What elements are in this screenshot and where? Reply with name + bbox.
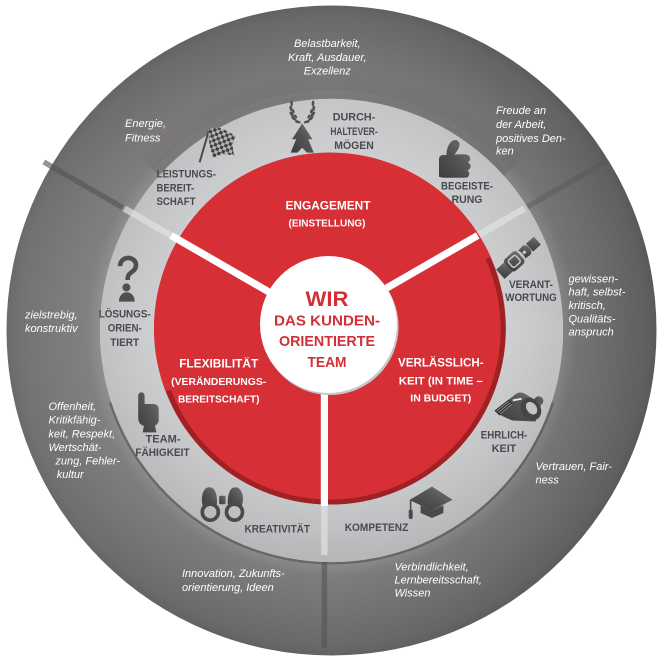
svg-text:keit, Respekt,: keit, Respekt, [49,428,116,440]
svg-text:RUNG: RUNG [452,194,483,206]
svg-text:zung, Fehler-: zung, Fehler- [54,456,120,468]
svg-text:KOMPETENZ: KOMPETENZ [345,522,409,534]
svg-text:BEREITSCHAFT): BEREITSCHAFT) [178,394,260,405]
svg-text:TEAM: TEAM [308,354,347,371]
svg-text:IN BUDGET): IN BUDGET) [410,394,471,405]
svg-text:der Arbeit,: der Arbeit, [496,119,546,131]
svg-text:ORIEN-: ORIEN- [108,323,142,335]
svg-text:TIERT: TIERT [110,337,139,349]
svg-text:FÄHIGKEIT: FÄHIGKEIT [135,446,190,459]
svg-text:VERANT-: VERANT- [509,279,553,291]
svg-text:ken: ken [496,146,514,158]
svg-text:ENGAGEMENT: ENGAGEMENT [286,198,372,212]
svg-text:FLEXIBILITÄT: FLEXIBILITÄT [179,355,259,370]
svg-text:gewissen-: gewissen- [569,274,619,286]
svg-text:Belastbarkeit,: Belastbarkeit, [294,38,361,50]
svg-text:Kraft, Ausdauer,: Kraft, Ausdauer, [288,52,366,64]
svg-text:TEAM-: TEAM- [146,433,181,445]
svg-text:Verbindlichkeit,: Verbindlichkeit, [395,562,469,574]
svg-text:Lernbereitsschaft,: Lernbereitsschaft, [395,575,482,587]
svg-text:Innovation, Zukunfts-: Innovation, Zukunfts- [182,568,285,580]
svg-text:Offenheit,: Offenheit, [49,401,97,413]
svg-text:anspruch: anspruch [569,327,614,339]
svg-text:Qualitäts-: Qualitäts- [569,314,616,326]
svg-text:WIR: WIR [306,288,349,311]
svg-text:VERLÄSSLICH-: VERLÄSSLICH- [398,355,484,370]
svg-text:Freude an: Freude an [496,105,546,117]
svg-text:kultur: kultur [57,469,85,481]
svg-text:haft, selbst-: haft, selbst- [569,286,626,298]
svg-text:LEISTUNGS-: LEISTUNGS- [157,168,217,180]
svg-text:WORTUNG: WORTUNG [505,292,557,304]
svg-text:ness: ness [536,474,560,486]
svg-text:zielstrebig,: zielstrebig, [24,309,78,321]
svg-text:orientierung, Ideen: orientierung, Ideen [182,582,274,594]
svg-text:positives Den-: positives Den- [495,133,566,145]
svg-text:Energie,: Energie, [125,118,166,130]
svg-text:konstruktiv: konstruktiv [25,323,79,335]
svg-text:Kritikfähig-: Kritikfähig- [49,415,101,427]
svg-text:Vertrauen, Fair-: Vertrauen, Fair- [536,461,613,473]
svg-text:DURCH-: DURCH- [333,112,376,124]
svg-text:ORIENTIERTE: ORIENTIERTE [279,333,375,350]
svg-text:kritisch,: kritisch, [569,300,606,312]
svg-text:Exzellenz: Exzellenz [304,66,352,78]
svg-text:EHRLICH-: EHRLICH- [481,430,528,442]
svg-text:BEGEISTE-: BEGEISTE- [441,181,493,193]
svg-text:KREATIVITÄT: KREATIVITÄT [245,522,311,535]
svg-text:HALTEVER-: HALTEVER- [330,126,378,138]
svg-text:DAS KUNDEN-: DAS KUNDEN- [274,313,380,330]
svg-text:KEIT: KEIT [492,443,517,455]
svg-text:Wertschät-: Wertschät- [49,442,102,454]
svg-text:(VERÄNDERUNGS-: (VERÄNDERUNGS- [171,375,266,388]
svg-text:LÖSUNGS-: LÖSUNGS- [99,307,151,320]
svg-text:BEREIT-: BEREIT- [157,182,195,194]
svg-text:Fitness: Fitness [125,132,161,144]
svg-text:MÖGEN: MÖGEN [334,139,374,152]
svg-text:KEIT (IN TIME –: KEIT (IN TIME – [399,376,483,388]
svg-text:Wissen: Wissen [395,588,431,600]
svg-text:(EINSTELLUNG): (EINSTELLUNG) [289,218,366,229]
svg-text:SCHAFT: SCHAFT [157,196,196,208]
